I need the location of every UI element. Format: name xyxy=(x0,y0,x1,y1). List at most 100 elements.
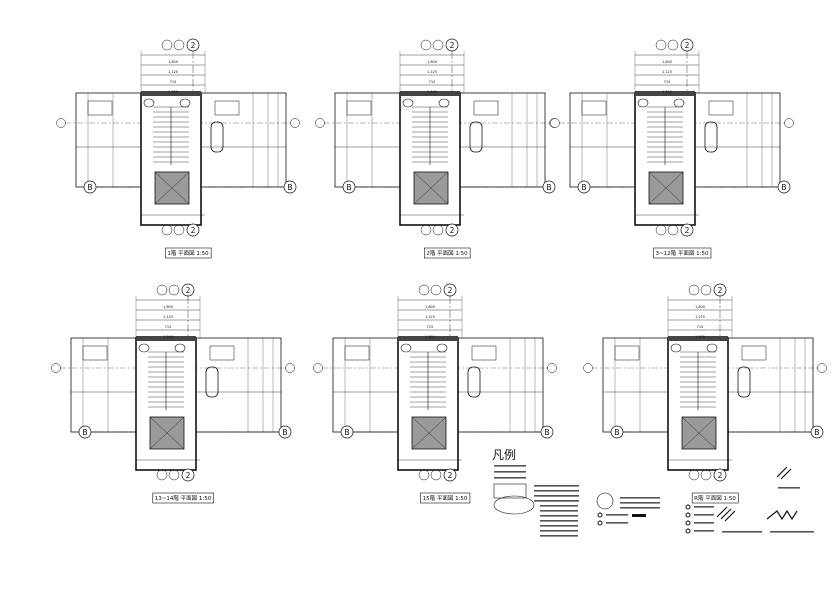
plan-title: R階 平面図 1:50 xyxy=(694,494,736,502)
grid-bubble-row-label: B xyxy=(544,428,549,437)
grid-bubble-col xyxy=(680,223,694,237)
plan-title-box xyxy=(424,247,471,259)
grid-bubble-col-label: 2 xyxy=(450,41,455,50)
dimension-label: 715 xyxy=(165,325,172,329)
legend-text-mark xyxy=(540,525,578,527)
core-slab xyxy=(400,91,460,96)
grid-bubble-row xyxy=(540,425,554,439)
fixture xyxy=(670,343,682,353)
room-label-box xyxy=(214,100,240,116)
grid-bubble-row xyxy=(283,180,297,194)
room-label-box xyxy=(344,345,370,361)
grid-bubble-col-label: 2 xyxy=(685,41,690,50)
grid-bubble-row-label: B xyxy=(546,183,551,192)
grid-bubble-row xyxy=(78,425,92,439)
hatch-line xyxy=(411,416,447,450)
grid-bubble-sub xyxy=(700,469,712,481)
room-label-box xyxy=(614,345,640,361)
hatch-line xyxy=(149,416,185,450)
grid-bubble-col-label: 2 xyxy=(186,471,191,480)
dimension-label: 1,800 xyxy=(695,305,705,309)
fixture xyxy=(673,98,685,108)
grid-bubble-side xyxy=(583,363,593,373)
grid-bubble-row xyxy=(342,180,356,194)
grid-bubble-col-label: 2 xyxy=(448,286,453,295)
grid-bubble-side xyxy=(550,118,560,128)
hatch-line xyxy=(413,171,449,205)
legend-text-mark xyxy=(540,505,578,507)
grid-bubble-col-label: 2 xyxy=(186,286,191,295)
legend-text-mark xyxy=(694,514,714,516)
grid-bubble-sub xyxy=(655,224,667,236)
fixture xyxy=(174,343,186,353)
dimension-label: 1,500 xyxy=(425,335,435,339)
legend-text-mark xyxy=(540,510,578,512)
grid-bubble-sub xyxy=(418,284,430,296)
grid-bubble-row-label: B xyxy=(82,428,87,437)
room-label-box xyxy=(87,100,113,116)
grid-bubble-col-label: 2 xyxy=(718,286,723,295)
grid-bubble-sub xyxy=(700,284,712,296)
dimension-label: 1,500 xyxy=(168,90,178,94)
grid-bubble-sub xyxy=(430,284,442,296)
grid-bubble-sub xyxy=(168,469,180,481)
legend-symbol-oval xyxy=(493,495,535,515)
plan-title: 1階 平面図 1:50 xyxy=(167,249,209,257)
grid-bubble-col-label: 2 xyxy=(448,471,453,480)
plan-title: 3~12階 平面図 1:50 xyxy=(656,249,709,257)
room-label-box xyxy=(473,100,499,116)
grid-bubble-col xyxy=(186,223,200,237)
plan-title-box xyxy=(691,492,739,504)
core-slab xyxy=(668,336,728,341)
grid-bubble-sub xyxy=(430,469,442,481)
grid-bubble-sub xyxy=(168,284,180,296)
grid-bubble-side xyxy=(315,118,325,128)
grid-bubble-row xyxy=(610,425,624,439)
grid-bubble-side xyxy=(547,363,557,373)
dimension-label: 715 xyxy=(170,80,177,84)
grid-bubble-side xyxy=(313,363,323,373)
grid-bubble-row-label: B xyxy=(282,428,287,437)
hatch-line xyxy=(648,171,684,205)
grid-bubble-row xyxy=(83,180,97,194)
room-label-box xyxy=(209,345,235,361)
grid-bubble-sub xyxy=(667,224,679,236)
legend-mark xyxy=(685,512,691,518)
room-label-box xyxy=(346,100,372,116)
legend-text-mark xyxy=(494,471,526,473)
grid-bubble-sub xyxy=(655,39,667,51)
core-slab xyxy=(635,91,695,96)
legend-text-mark xyxy=(620,502,660,504)
grid-bubble-side xyxy=(56,118,66,128)
dimension-label: 715 xyxy=(429,80,436,84)
bathtub xyxy=(704,121,718,153)
dimension-label: 1,125 xyxy=(163,315,173,319)
plan-title-box xyxy=(152,492,215,504)
grid-bubble-col xyxy=(713,283,727,297)
legend-mark xyxy=(632,514,646,517)
fixture xyxy=(400,343,412,353)
dimension-label: 1,800 xyxy=(662,60,672,64)
grid-bubble-sub xyxy=(688,284,700,296)
legend-text-mark xyxy=(606,522,628,524)
grid-bubble-col xyxy=(181,283,195,297)
grid-bubble-sub xyxy=(161,39,173,51)
legend-text-mark xyxy=(722,531,762,533)
legend-heading: 凡例 xyxy=(492,448,516,462)
legend-text-mark xyxy=(606,514,628,516)
room-label-box xyxy=(471,345,497,361)
grid-bubble-row xyxy=(542,180,556,194)
dimension-label: 1,125 xyxy=(695,315,705,319)
legend-text-mark xyxy=(494,465,526,467)
room-label-box xyxy=(581,100,607,116)
dimension-label: 1,800 xyxy=(425,305,435,309)
legend-text-mark xyxy=(620,507,660,509)
grid-bubble-col xyxy=(181,468,195,482)
grid-bubble-col xyxy=(445,223,459,237)
legend-mark xyxy=(597,520,603,526)
legend-text-mark xyxy=(540,495,578,497)
